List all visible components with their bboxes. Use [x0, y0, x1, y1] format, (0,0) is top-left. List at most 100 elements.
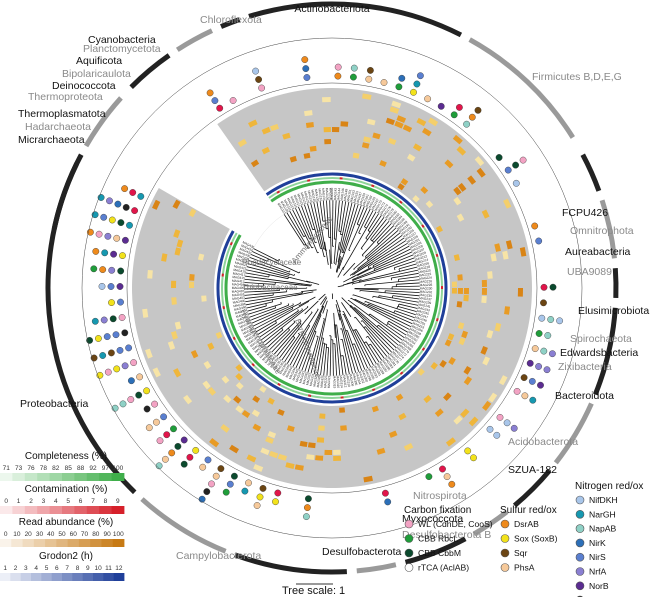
heatmap-cell [261, 126, 271, 135]
phylum-label: Hadarchaeota [25, 121, 91, 133]
tip-label: MAG323 [323, 375, 328, 388]
metabolic-dot [192, 446, 200, 454]
tip-label: MAG314 [339, 375, 344, 388]
metabolic-dot [258, 84, 265, 92]
tip-circle [243, 199, 421, 377]
tree-branch [376, 225, 395, 243]
tree-branch [398, 303, 418, 309]
heatmap-cell [412, 195, 420, 203]
metabolic-dot [535, 363, 542, 370]
tree-branch [248, 307, 276, 318]
tree-branch [323, 344, 328, 376]
tip-label: MAG327 [316, 374, 322, 387]
metabolic-dot [486, 425, 494, 433]
heatmap-cell [480, 346, 488, 355]
heatmap-cell [252, 423, 262, 432]
legend-swatch [10, 573, 22, 581]
metabolic-dot-rings [86, 56, 563, 520]
tree-branch [354, 298, 412, 328]
tree-branch [342, 203, 359, 253]
tree-arc [298, 271, 301, 274]
heatmap-cell [456, 301, 463, 308]
tree-branch [286, 212, 309, 249]
metabolic-dot [99, 266, 107, 273]
tip-label: MAG191 [398, 222, 410, 233]
heatmap-cell [447, 333, 455, 341]
legend-swatch [0, 573, 11, 581]
tree-branch [346, 330, 363, 371]
tree-branch [353, 229, 399, 270]
metabolic-dot [104, 368, 112, 376]
metabolic-dot [118, 314, 126, 321]
metabolic-dot [274, 489, 282, 497]
tree-branch [244, 291, 287, 296]
metabolic-dot [180, 460, 188, 468]
tree-branch [262, 306, 309, 343]
tree-branch [320, 296, 327, 305]
legend-tick: 9 [86, 565, 90, 572]
tree-branch [370, 343, 383, 361]
contamination-mark [276, 190, 280, 194]
legend-swatch [113, 573, 125, 581]
legend-label: NirS [589, 552, 606, 562]
tip-label: MAG428 [236, 254, 249, 262]
tip-label: MAG304 [355, 372, 362, 385]
tip-label: MAG235 [419, 293, 432, 298]
heatmap-cell [352, 152, 360, 159]
legend-swatch [90, 539, 102, 547]
heatmap-cell [445, 437, 456, 447]
tip-label: MAG222 [419, 272, 432, 278]
heatmap-cell [173, 368, 182, 378]
tree-branch [292, 306, 324, 368]
metabolic-dot [528, 377, 536, 385]
legend-label: rTCA (AclAB) [418, 563, 469, 573]
heatmap-cell [481, 288, 487, 296]
heatmap-cell [303, 110, 313, 117]
phylum-label: Desulfobacterota [322, 546, 402, 558]
metabolic-dot [395, 83, 403, 91]
metabolic-dot [130, 359, 138, 366]
metabolic-dot [520, 374, 528, 381]
phylum-label: SZUA-182 [508, 464, 557, 476]
tip-label: MAG184 [392, 214, 404, 226]
phylum-ring-segment [140, 497, 227, 554]
metabolic-dot [349, 73, 357, 81]
contamination-mark [229, 241, 233, 246]
legend-tick: 73 [15, 465, 23, 472]
metabolic-dot [121, 362, 129, 370]
phylum-ring-segment [356, 562, 397, 574]
heatmap-cell [277, 408, 285, 416]
tip-label: MAG186 [394, 217, 406, 229]
metabolic-dot [217, 465, 225, 472]
tree-arc [353, 268, 355, 271]
metabolic-dot [334, 63, 342, 71]
tree-branch [350, 304, 397, 349]
tip-label: MAG228 [420, 283, 433, 287]
tip-label: MAG230 [420, 286, 433, 290]
heatmap-cell [494, 322, 502, 332]
legend-swatch [0, 473, 13, 481]
tree-scale-label: Tree scale: 1 [282, 585, 345, 597]
tip-label: MAG388 [238, 317, 251, 325]
tree-branch [354, 343, 366, 370]
metabolic-dot [116, 283, 124, 290]
tree-branch [245, 272, 269, 278]
legend-label: Sox (SoxB) [514, 534, 558, 544]
heatmap-cell [502, 250, 509, 260]
tree-branch [338, 204, 362, 269]
metabolic-dot [117, 219, 125, 227]
tip-label: MAG419 [233, 268, 246, 274]
tip-label: MAG138 [328, 188, 332, 201]
metabolic-dot [425, 473, 433, 480]
tip-label: MAG144 [336, 188, 341, 201]
heatmap-cell [207, 387, 217, 396]
metabolic-dot [170, 425, 177, 433]
heatmap-cell [451, 288, 457, 294]
tree-arc [348, 249, 351, 251]
heatmap-cell [315, 455, 324, 461]
heatmap-cell [250, 159, 260, 168]
metabolic-dot [384, 498, 392, 506]
contamination-mark [399, 371, 404, 375]
tree-branch [355, 329, 377, 365]
tree-branch [397, 305, 417, 313]
